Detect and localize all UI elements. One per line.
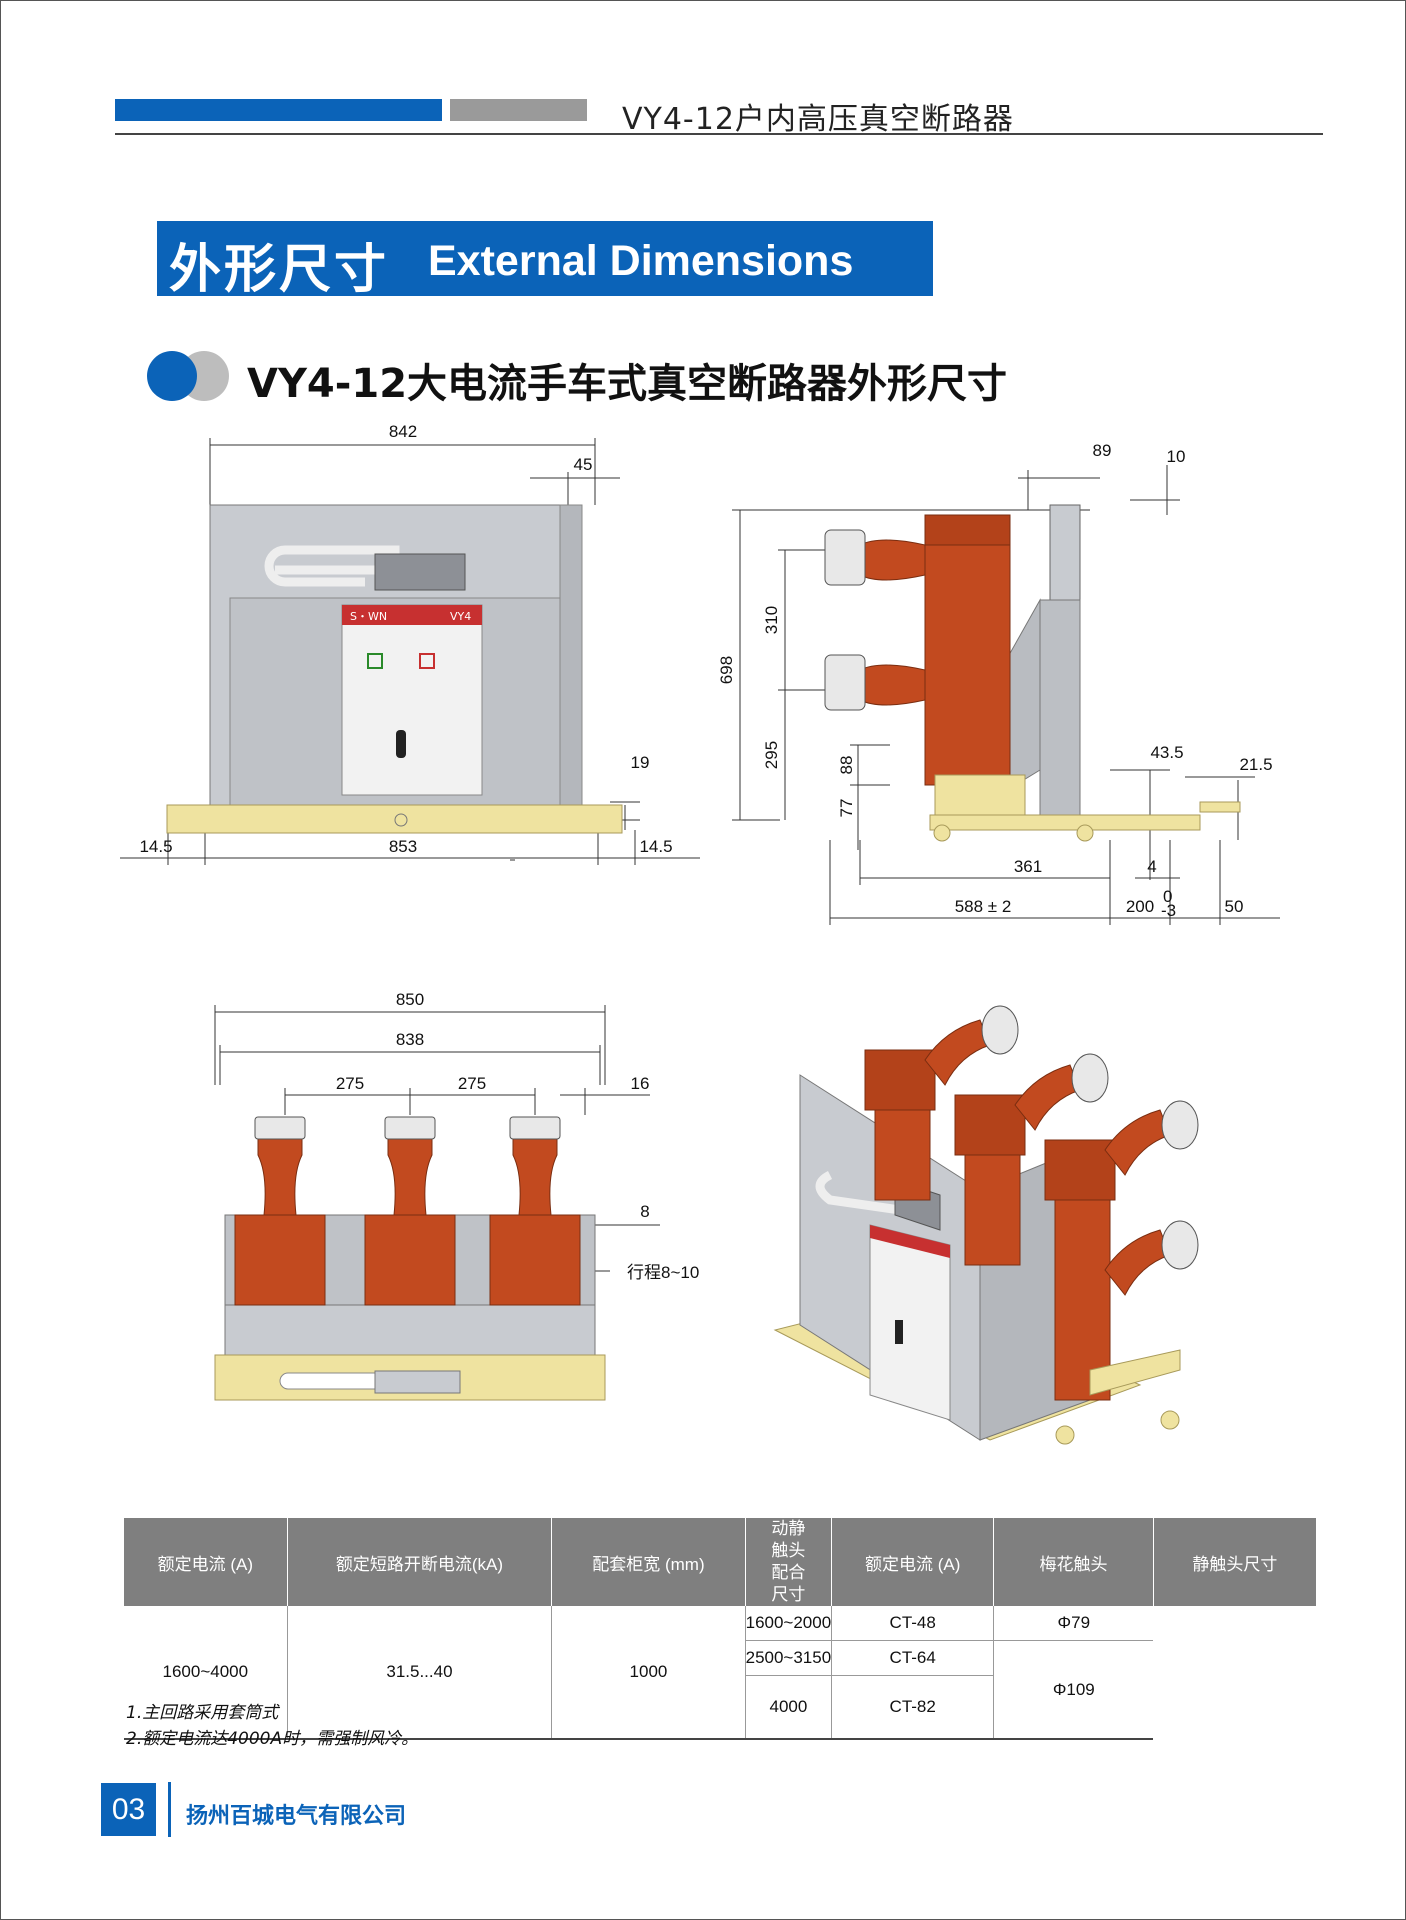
cell-size-row1: Φ79 (993, 1606, 1154, 1641)
th-rated-current-2: 额定电流 (A) (831, 1518, 995, 1606)
dim-200: 200 (1126, 897, 1154, 916)
top-view-drawing: 850 838 275 275 16 8 行程8~10 (214, 990, 699, 1401)
dim-88: 88 (837, 756, 856, 775)
cell-contact-row2: CT-64 (831, 1640, 995, 1676)
th-plum-contact: 梅花触头 (993, 1518, 1154, 1606)
company-name: 扬州百城电气有限公司 (186, 1804, 407, 1829)
pole-right (489, 1116, 581, 1306)
cell-current-row2: 2500~3150 (745, 1640, 833, 1676)
th-static-contact-size: 静触头尺寸 (1153, 1518, 1316, 1606)
drawing-subtitle: VY4-12大电流手车式真空断路器外形尺寸 (247, 361, 1008, 407)
dim-43-5: 43.5 (1150, 743, 1183, 762)
side-view-drawing: 89 10 698 310 295 88 77 43.5 21.5 361 4 … (717, 441, 1280, 925)
dim-275-left: 275 (336, 1074, 364, 1093)
dim-21-5: 21.5 (1239, 755, 1272, 774)
footer-divider (168, 1782, 171, 1837)
cell-breaking-current: 31.5...40 (287, 1606, 553, 1740)
dim-850: 850 (396, 990, 424, 1009)
dim-50: 50 (1225, 897, 1244, 916)
dim-275-right: 275 (458, 1074, 486, 1093)
dim-45: 45 (574, 455, 593, 474)
note-2: 2.额定电流达4000A时，需强制风冷。 (126, 1729, 419, 1749)
th-breaking-current: 额定短路开断电流(kA) (287, 1518, 553, 1606)
panel-model: VY4 (450, 610, 471, 623)
cell-rated-current: 1600~4000 (124, 1606, 288, 1740)
dim-295: 295 (762, 741, 781, 769)
section-title-cn: 外形尺寸 (169, 240, 390, 300)
dim-310: 310 (762, 606, 781, 634)
dim-16: 16 (631, 1074, 650, 1093)
dim-842: 842 (389, 422, 417, 441)
pole-middle (364, 1116, 456, 1306)
dim-10: 10 (1167, 447, 1186, 466)
dim-200-upper-tol: 0 (1163, 887, 1172, 906)
spec-table: 额定电流 (A) 额定短路开断电流(kA) 配套柜宽 (mm) 动静触头配合尺寸… (124, 1518, 1316, 1740)
panel-brand: S・WN (350, 610, 387, 623)
section-title-en: External Dimensions (428, 237, 854, 285)
cell-current-row3: 4000 (745, 1675, 833, 1740)
note-1: 1.主回路采用套筒式 (126, 1703, 279, 1723)
dim-14-5-left: 14.5 (139, 837, 172, 856)
dim-588: 588 ± 2 (955, 897, 1012, 916)
dim-14-5-right: 14.5 (639, 837, 672, 856)
dim-stroke: 行程8~10 (627, 1263, 699, 1282)
iso-pole-1 (864, 1005, 1019, 1201)
th-contact-fit: 动静触头配合尺寸 (745, 1518, 833, 1606)
page-number: 03 (101, 1783, 156, 1836)
header-rule (115, 133, 1323, 135)
dim-838: 838 (396, 1030, 424, 1049)
header-title: VY4-12户内高压真空断路器 (622, 102, 1014, 137)
dim-698: 698 (717, 656, 736, 684)
dim-853: 853 (389, 837, 417, 856)
cell-cabinet-width: 1000 (551, 1606, 746, 1740)
dim-200-lower-tol: -3 (1161, 901, 1176, 920)
th-cabinet-width: 配套柜宽 (mm) (551, 1518, 746, 1606)
cell-contact-row1: CT-48 (831, 1606, 995, 1641)
front-view-drawing: S・WN VY4 842 45 19 14.5 853 14.5 (120, 422, 700, 865)
header-blue-bar (115, 99, 442, 121)
iso-pole-3 (1044, 1100, 1199, 1401)
pole-left (234, 1116, 326, 1306)
dim-77: 77 (837, 799, 856, 818)
dim-89: 89 (1093, 441, 1112, 460)
cell-size-row2: Φ109 (993, 1640, 1154, 1740)
iso-pole-2 (954, 1053, 1109, 1266)
dim-361: 361 (1014, 857, 1042, 876)
header-gray-bar (450, 99, 587, 121)
th-contact-fit-text: 动静触头配合尺寸 (771, 1519, 806, 1604)
section-title-box: 外形尺寸 External Dimensions (157, 221, 933, 300)
dim-8: 8 (640, 1202, 649, 1221)
cell-current-row1: 1600~2000 (745, 1606, 833, 1641)
cell-contact-row3: CT-82 (831, 1675, 995, 1740)
th-rated-current: 额定电流 (A) (124, 1518, 288, 1606)
isometric-view-drawing (773, 1005, 1199, 1445)
notes: 1.主回路采用套筒式 2.额定电流达4000A时，需强制风冷。 (126, 1700, 418, 1752)
dim-19: 19 (631, 753, 650, 772)
dim-4: 4 (1147, 857, 1156, 876)
